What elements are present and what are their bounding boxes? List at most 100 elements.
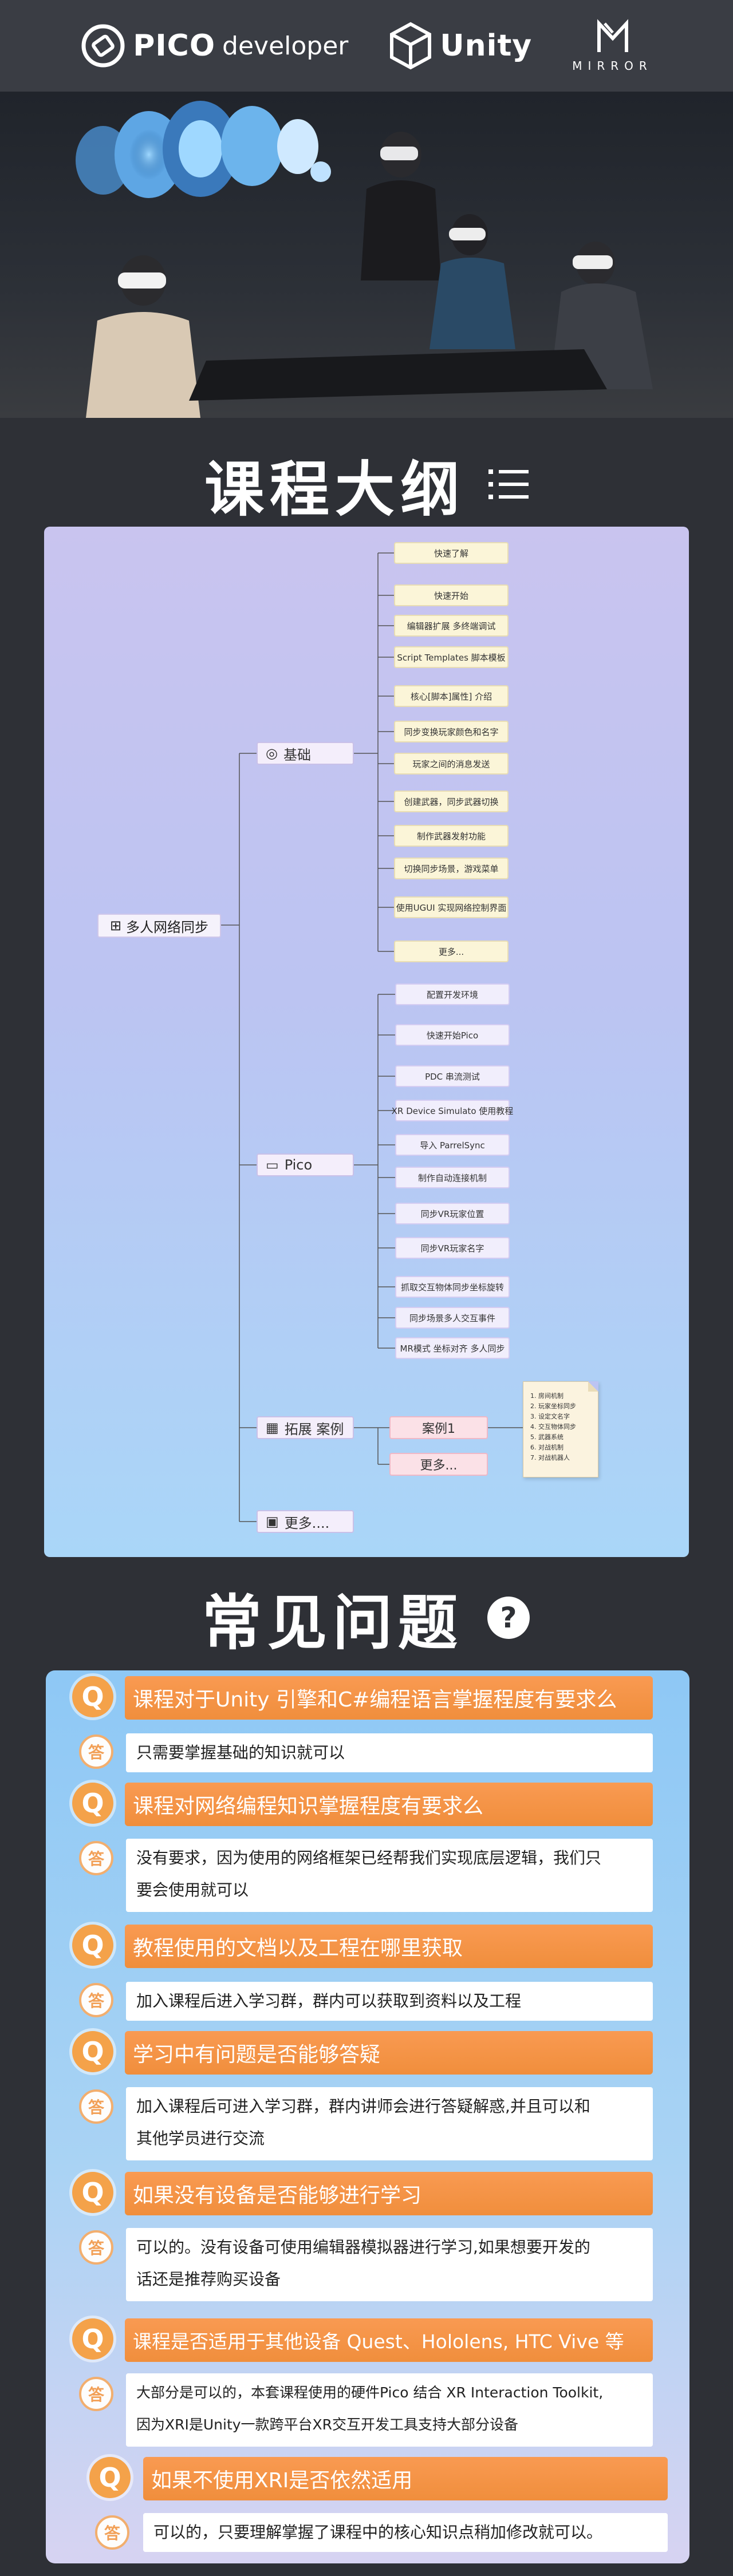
question-badge: Q: [72, 1676, 113, 1717]
leaf-pico: 快速开始Pico: [395, 1024, 510, 1046]
leaf-pico: XR Device Simulato 使用教程: [392, 1100, 513, 1121]
pico-brand-text: PICO: [133, 29, 216, 63]
unity-cube-icon: [390, 22, 432, 70]
answer-badge: 答: [79, 2089, 113, 2124]
leaf-pico: MR模式 坐标对齐 多人同步: [395, 1337, 510, 1359]
faq-question: 学习中有问题是否能够答疑: [125, 2031, 653, 2075]
sitemap-icon: ⊞: [109, 918, 122, 934]
leaf-pico: 配置开发环境: [395, 983, 510, 1005]
mirror-m-icon: [597, 19, 628, 52]
faq-answer: 只需要掌握基础的知识就可以: [126, 1733, 653, 1772]
leaf-basic: 快速开始: [394, 584, 509, 606]
pico-developer-logo: PICO developer: [80, 23, 348, 69]
case-note-line: 7. 对战机器人: [530, 1454, 570, 1461]
leaf-case: 更多...: [389, 1453, 488, 1476]
case-note-line: 2. 玩家坐标同步: [530, 1402, 576, 1410]
leaf-basic: 编辑器扩展 多终端调试: [394, 615, 509, 637]
outline-title-text: 课程大纲: [204, 455, 466, 524]
answer-badge: 答: [79, 1841, 113, 1875]
leaf-basic: 核心[脚本]属性] 介绍: [394, 685, 509, 707]
case-note-line: 4. 交互物体同步: [530, 1423, 576, 1431]
answer-badge: 答: [79, 2230, 113, 2265]
question-badge: Q: [89, 2457, 131, 2498]
branch-basic: ◎ 基础: [257, 742, 354, 765]
leaf-basic: 创建武器，同步武器切换: [394, 791, 509, 812]
leaf-basic: 制作武器发射功能: [394, 825, 509, 847]
mindmap-root: ⊞ 多人网络同步: [97, 914, 221, 938]
faq-answer-line: 可以的，只要理解掌握了课程中的核心知识点稍加修改就可以。: [153, 2523, 603, 2542]
faq-question: 课程对于Unity 引擎和C#编程语言掌握程度有要求么: [125, 1676, 653, 1720]
faq-question: 课程是否适用于其他设备 Quest、Hololens, HTC Vive 等: [125, 2318, 653, 2362]
mindmap-connectors: [221, 552, 523, 1522]
branch-more-label: 更多....: [284, 1515, 330, 1531]
question-circle-icon: ?: [487, 1596, 530, 1639]
faq-question: 课程对网络编程知识掌握程度有要求么: [125, 1783, 653, 1826]
brand-header: PICO developer Unity MIRROR: [0, 0, 733, 92]
case-note: 1. 房间机制 2. 玩家坐标同步 3. 设定文名字 4. 交互物体同步 5. …: [523, 1381, 598, 1477]
leaf-pico: PDC 串流测试: [395, 1065, 510, 1087]
grid-icon: ▦: [266, 1420, 279, 1436]
question-badge: Q: [72, 1783, 113, 1824]
faq-answer: 加入课程后可进入学习群，群内讲师会进行答疑解惑,并且可以和 其他学员进行交流: [126, 2087, 653, 2160]
faq-answer-line: 加入课程后可进入学习群，群内讲师会进行答疑解惑,并且可以和: [136, 2097, 590, 2116]
branch-more: ▣ 更多....: [257, 1510, 354, 1533]
branch-pico: ▭ Pico: [257, 1153, 354, 1176]
mirror-logo: MIRROR: [572, 19, 653, 73]
mirror-label: MIRROR: [572, 59, 653, 73]
leaf-case: 案例1: [389, 1416, 488, 1439]
unity-logo: Unity: [388, 22, 532, 70]
branch-basic-label: 基础: [283, 746, 311, 763]
case-note-line: 5. 武器系统: [530, 1433, 563, 1441]
faq-title-text: 常见问题: [202, 1588, 463, 1658]
question-badge: Q: [72, 1925, 113, 1966]
case-note-line: 1. 房间机制: [530, 1392, 563, 1400]
faq-question: 如果没有设备是否能够进行学习: [125, 2172, 653, 2215]
leaf-pico: 同步场景多人交互事件: [395, 1307, 510, 1329]
faq-answer-line: 其他学员进行交流: [136, 2129, 265, 2148]
vr-team-illustration: [76, 101, 653, 418]
faq-answer-line: 只需要掌握基础的知识就可以: [136, 1743, 345, 1762]
window-icon: ▣: [266, 1514, 279, 1530]
answer-badge: 答: [79, 1983, 113, 2017]
target-icon: ◎: [266, 745, 278, 761]
faq-answer: 可以的。没有设备可使用编辑器模拟器进行学习,如果想要开发的 话还是推荐购买设备: [126, 2228, 653, 2301]
hero-image: [0, 92, 733, 418]
answer-badge: 答: [79, 1735, 113, 1769]
leaf-pico: 制作自动连接机制: [395, 1167, 510, 1188]
faq-answer-line: 话还是推荐购买设备: [136, 2270, 281, 2289]
leaf-pico: 同步VR玩家位置: [395, 1203, 510, 1224]
faq-answer-line: 可以的。没有设备可使用编辑器模拟器进行学习,如果想要开发的: [136, 2238, 590, 2257]
faq-answer: 可以的，只要理解掌握了课程中的核心知识点稍加修改就可以。: [143, 2513, 668, 2552]
faq-answer-line: 大部分是可以的，本套课程使用的硬件Pico 结合 XR Interaction …: [136, 2384, 604, 2401]
outline-title: 课程大纲: [0, 441, 733, 527]
leaf-pico: 同步VR玩家名字: [395, 1237, 510, 1259]
faq-answer-line: 没有要求，因为使用的网络框架已经帮我们实现底层逻辑，我们只: [136, 1848, 602, 1867]
leaf-basic: 玩家之间的消息发送: [394, 753, 509, 775]
faq-answer-line: 要会使用就可以: [136, 1880, 249, 1899]
faq-question: 教程使用的文档以及工程在哪里获取: [125, 1925, 653, 1968]
mindmap-root-label: 多人网络同步: [126, 919, 209, 935]
leaf-pico: 导入 ParrelSync: [395, 1134, 510, 1156]
leaf-basic: 同步变换玩家颜色和名字: [394, 721, 509, 742]
leaf-basic: 切换同步场景，游戏菜单: [394, 858, 509, 879]
vr-headset-icon: ▭: [266, 1157, 279, 1173]
branch-pico-label: Pico: [284, 1157, 313, 1173]
faq-answer-line: 因为XRI是Unity一款跨平台XR交互开发工具支持大部分设备: [136, 2416, 519, 2433]
faq-answer: 大部分是可以的，本套课程使用的硬件Pico 结合 XR Interaction …: [126, 2373, 653, 2447]
faq-question: 如果不使用XRI是否依然适用: [143, 2457, 668, 2500]
faq-answer: 没有要求，因为使用的网络框架已经帮我们实现底层逻辑，我们只 要会使用就可以: [126, 1839, 653, 1912]
unity-label: Unity: [440, 29, 533, 63]
question-badge: Q: [72, 2031, 113, 2072]
pico-logo-icon: [81, 24, 125, 68]
faq-answer-line: 加入课程后进入学习群，群内可以获取到资料以及工程: [136, 1992, 522, 2010]
branch-cases-label: 拓展 案例: [284, 1421, 344, 1437]
answer-badge: 答: [79, 2377, 113, 2411]
faq-answer: 加入课程后进入学习群，群内可以获取到资料以及工程: [126, 1982, 653, 2021]
svg-text:?: ?: [500, 1601, 517, 1634]
list-icon: [488, 469, 529, 499]
question-badge: Q: [72, 2172, 113, 2213]
leaf-pico: 抓取交互物体同步坐标旋转: [395, 1276, 510, 1298]
leaf-basic: 更多...: [394, 941, 509, 962]
leaf-basic: 快速了解: [394, 542, 509, 564]
leaf-basic: Script Templates 脚本模板: [394, 646, 509, 668]
